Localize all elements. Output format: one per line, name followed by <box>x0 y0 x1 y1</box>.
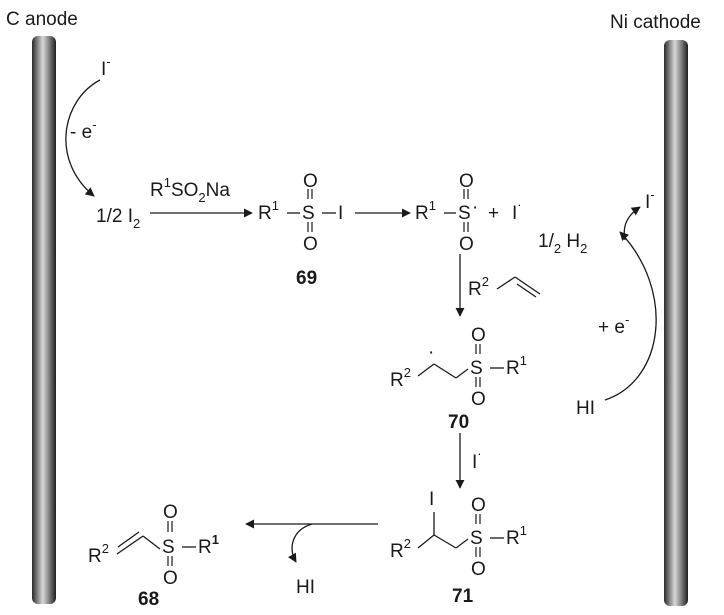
compound-69-label: 69 <box>296 268 317 289</box>
svg-text:S: S <box>302 203 315 224</box>
cathode-iodide: I- <box>645 187 655 213</box>
svg-text:S: S <box>162 537 175 558</box>
svg-text:I: I <box>338 203 343 224</box>
iodine-radical: I· <box>512 197 522 224</box>
compound-71-label: 71 <box>452 586 474 607</box>
plus-sign: + <box>488 203 499 224</box>
svg-text:R1: R1 <box>506 523 527 549</box>
svg-text:R1: R1 <box>415 198 436 224</box>
svg-text:·: · <box>428 342 434 363</box>
svg-text:O: O <box>303 171 318 192</box>
sulfonyl-radical-structure: R1 S · O O <box>415 171 478 255</box>
svg-text:O: O <box>471 389 486 410</box>
compound-68-structure: R2 S R1 O O <box>88 502 219 589</box>
compound-68-label: 68 <box>138 589 159 610</box>
compound-70-structure: R2 · S R1 O O <box>390 325 527 410</box>
cathode-hi: HI <box>576 398 595 419</box>
svg-text:I: I <box>429 489 434 510</box>
svg-text:O: O <box>471 495 486 516</box>
svg-text:O: O <box>459 234 474 255</box>
electron-gain-label: + e- <box>598 312 629 338</box>
half-iodine: 1/2 I2 <box>96 206 140 231</box>
svg-text:O: O <box>471 325 486 346</box>
iodine-radical-2: I· <box>472 446 482 473</box>
svg-text:O: O <box>471 559 486 580</box>
compound-69-structure: R1 S I O O <box>258 171 343 255</box>
svg-text:S: S <box>470 358 483 379</box>
alkene-reagent: R2 <box>468 274 541 300</box>
anode-oxidation-arrow <box>65 79 101 197</box>
compound-71-structure: R2 I S R1 O O <box>390 489 527 580</box>
cathode-electrode <box>664 40 688 606</box>
svg-text:R1: R1 <box>198 532 219 558</box>
hi-release-arrow <box>287 523 313 563</box>
electron-loss-label: - e- <box>70 117 97 143</box>
svg-text:O: O <box>163 502 178 523</box>
svg-text:O: O <box>459 171 474 192</box>
svg-text:R2: R2 <box>390 536 411 562</box>
cathode-reduction-arrow <box>604 231 657 401</box>
svg-text:R2: R2 <box>390 365 411 391</box>
iodide-release-arrow <box>623 206 641 241</box>
svg-text:R1: R1 <box>506 353 527 379</box>
cathode-label: Ni cathode <box>610 12 701 33</box>
svg-text:O: O <box>303 234 318 255</box>
svg-text:O: O <box>163 568 178 589</box>
svg-text:R2: R2 <box>468 274 489 300</box>
svg-text:·: · <box>472 197 478 218</box>
reagent-sodium-sulfinate: R1SO2Na <box>150 175 230 205</box>
svg-text:S: S <box>458 203 471 224</box>
half-hydrogen: 1/2 H2 <box>538 231 587 256</box>
anode-iodide: I- <box>101 54 111 80</box>
svg-text:S: S <box>470 528 483 549</box>
eliminated-hi: HI <box>296 577 315 598</box>
anode-electrode <box>32 36 56 604</box>
svg-text:R2: R2 <box>88 541 109 567</box>
svg-text:R1: R1 <box>258 198 279 224</box>
compound-70-label: 70 <box>448 412 469 433</box>
anode-label: C anode <box>6 9 78 30</box>
